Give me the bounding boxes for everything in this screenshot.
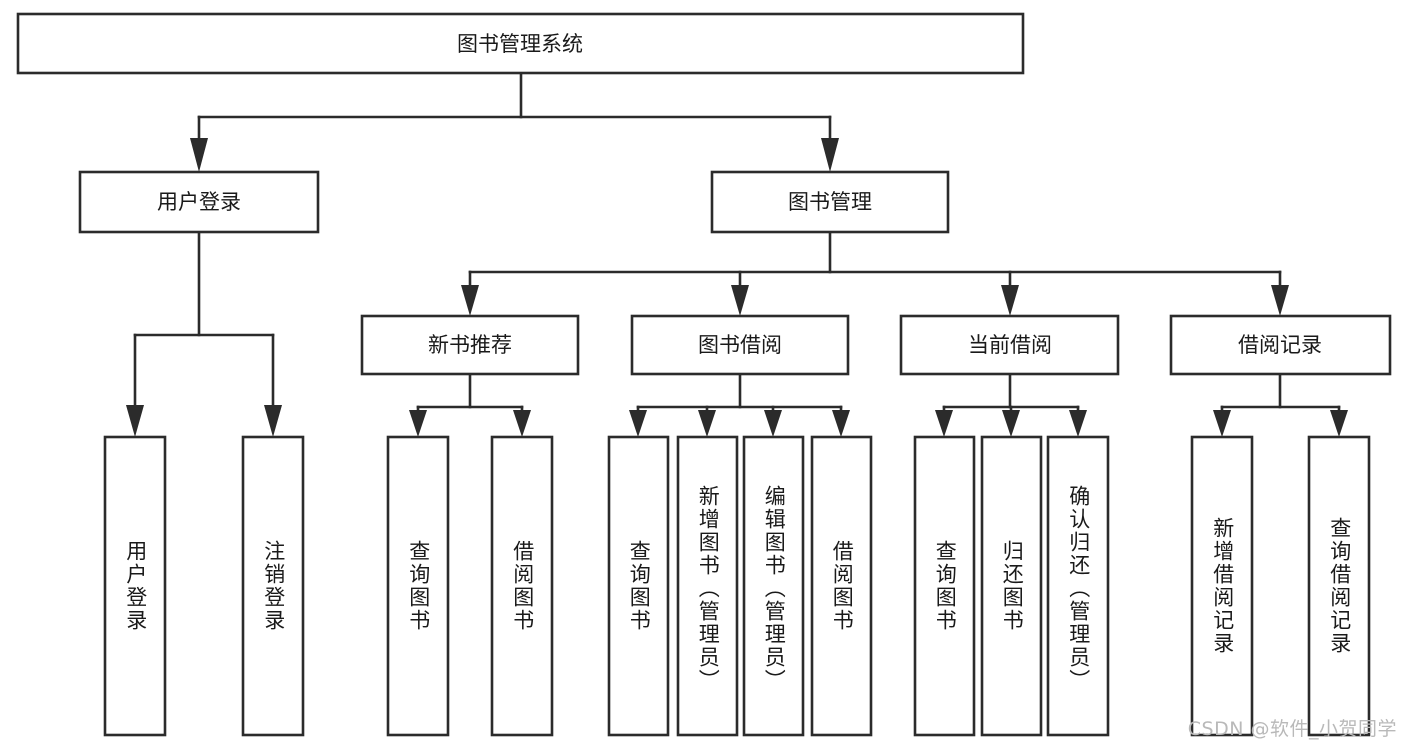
arrow-root-to-book-mgmt [821, 138, 839, 172]
node-root-box[interactable] [16, 12, 1025, 75]
node-new-book-recommend-label: 新书推荐 [428, 333, 512, 357]
arrow-borrowrecord-leaf-1 [1213, 410, 1231, 437]
arrow-bookborrow-leaf-1 [629, 410, 647, 437]
leaf-bookborrow-borrow-box[interactable] [810, 435, 873, 737]
leaf-currentborrow-return-box[interactable] [980, 435, 1043, 737]
arrow-bookmgmt-to-book-borrow [731, 285, 749, 316]
leaf-newbook-borrow-box[interactable] [490, 435, 554, 737]
arrow-bookborrow-leaf-2 [698, 410, 716, 437]
leaf-user-login-box[interactable] [103, 435, 167, 737]
node-book-mgmt-box[interactable] [710, 170, 950, 234]
arrow-currentborrow-leaf-3 [1069, 410, 1087, 437]
arrow-userlogin-leaf-1 [126, 405, 144, 437]
arrow-root-to-user-login [190, 138, 208, 172]
csdn-watermark: CSDN @软件_小贺同学 [1187, 718, 1397, 740]
node-current-borrow-label: 当前借阅 [968, 333, 1052, 357]
node-user-login-box[interactable] [78, 170, 320, 234]
node-current-borrow-box[interactable] [899, 314, 1120, 376]
connectors-group [126, 73, 1348, 437]
node-book-borrow-box[interactable] [630, 314, 850, 376]
nodes-group: 图书管理系统 用户登录 图书管理 新书推荐 图书借阅 当前借阅 借阅记录 [16, 12, 1392, 737]
node-borrow-record-box[interactable] [1169, 314, 1392, 376]
leaf-logout-box[interactable] [241, 435, 305, 737]
node-borrow-record-label: 借阅记录 [1238, 333, 1322, 357]
arrow-newbook-leaf-1 [409, 410, 427, 437]
leaf-borrowrecord-query-box[interactable] [1307, 435, 1371, 737]
arrow-currentborrow-leaf-1 [935, 410, 953, 437]
leaf-newbook-query-box[interactable] [386, 435, 450, 737]
leaf-borrowrecord-add-box[interactable] [1190, 435, 1254, 737]
leaf-bookborrow-edit-box[interactable] [742, 435, 805, 737]
leaf-currentborrow-confirm-box[interactable] [1046, 435, 1110, 737]
arrow-bookborrow-leaf-3 [764, 410, 782, 437]
leaf-currentborrow-query-box[interactable] [913, 435, 976, 737]
node-book-borrow-label: 图书借阅 [698, 333, 782, 357]
node-book-mgmt-label: 图书管理 [788, 190, 872, 214]
arrow-bookborrow-leaf-4 [832, 410, 850, 437]
node-user-login-label: 用户登录 [157, 190, 241, 214]
node-new-book-recommend-box[interactable] [360, 314, 580, 376]
node-root-label: 图书管理系统 [457, 32, 583, 56]
arrow-borrowrecord-leaf-2 [1330, 410, 1348, 437]
leaf-bookborrow-add-box[interactable] [676, 435, 739, 737]
arrow-userlogin-leaf-2 [264, 405, 282, 437]
arrow-bookmgmt-to-borrow-record [1271, 285, 1289, 316]
arrow-currentborrow-leaf-2 [1002, 410, 1020, 437]
arrow-newbook-leaf-2 [513, 410, 531, 437]
arrow-bookmgmt-to-current-borrow [1001, 285, 1019, 316]
leaf-bookborrow-query-box[interactable] [607, 435, 670, 737]
arrow-bookmgmt-to-new-book [461, 285, 479, 316]
